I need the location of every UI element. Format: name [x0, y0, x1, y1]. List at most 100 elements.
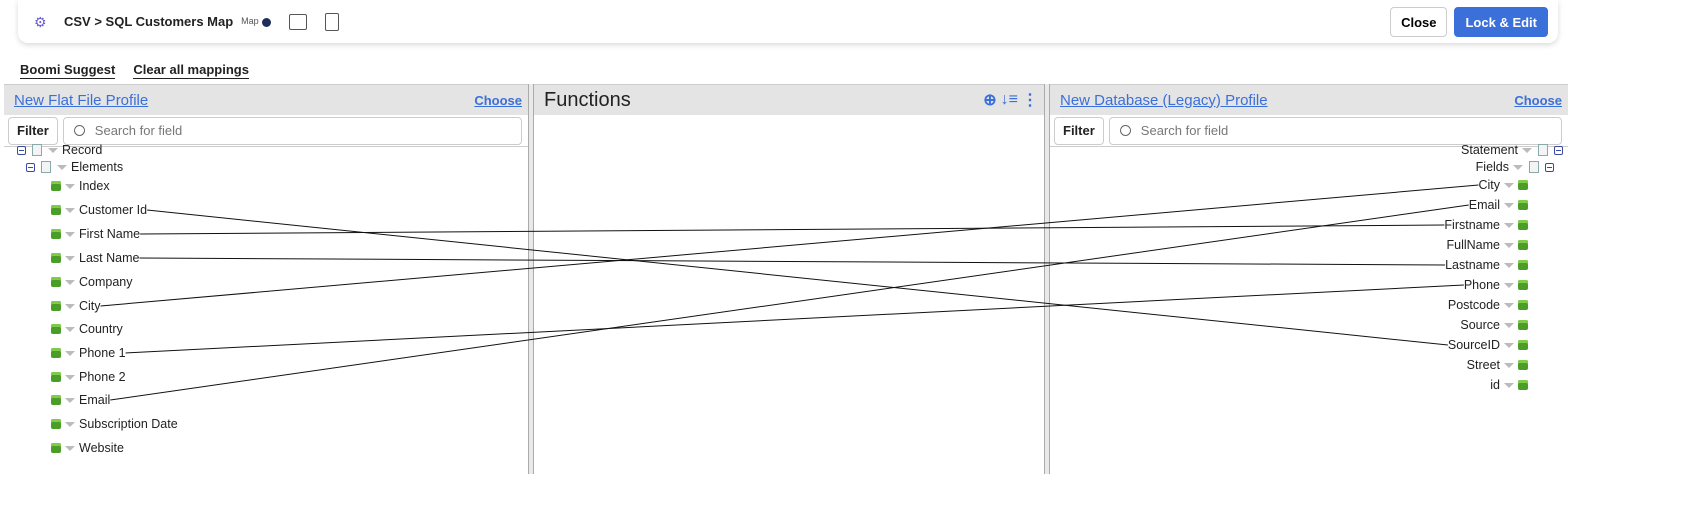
dropdown-icon[interactable] [48, 147, 58, 153]
target-profile-link[interactable]: New Database (Legacy) Profile [1060, 91, 1268, 109]
notes-icon[interactable] [324, 12, 339, 31]
target-field[interactable]: Email [1469, 197, 1528, 213]
source-field[interactable]: Customer Id [51, 202, 147, 218]
element-icon [51, 395, 61, 405]
collapse-icon[interactable] [17, 145, 26, 155]
dropdown-icon[interactable] [1504, 282, 1514, 288]
target-group[interactable]: Fields [1476, 159, 1554, 175]
element-icon [51, 443, 61, 453]
info-icon[interactable] [261, 17, 271, 27]
dropdown-icon[interactable] [65, 350, 75, 356]
dropdown-icon[interactable] [65, 183, 75, 189]
target-root[interactable]: Statement [1461, 142, 1563, 158]
dropdown-icon[interactable] [65, 207, 75, 213]
dropdown-icon[interactable] [1504, 262, 1514, 268]
search-icon [1119, 125, 1131, 136]
source-field[interactable]: Country [51, 321, 123, 337]
element-icon [51, 181, 61, 191]
target-search-input[interactable]: Search for field [1108, 116, 1562, 145]
dropdown-icon[interactable] [1504, 302, 1514, 308]
element-icon [51, 253, 61, 263]
folder-icon[interactable] [288, 13, 307, 30]
map-header: ⚙ CSV > SQL Customers Map Map Close Lock… [18, 0, 1558, 43]
source-field[interactable]: First Name [51, 226, 140, 242]
element-icon [1518, 180, 1528, 190]
dropdown-icon[interactable] [1504, 242, 1514, 248]
dropdown-icon[interactable] [65, 374, 75, 380]
dropdown-icon[interactable] [65, 397, 75, 403]
node-label: Fields [1475, 160, 1509, 174]
dropdown-icon[interactable] [1504, 222, 1514, 228]
target-field[interactable]: Street [1467, 357, 1528, 373]
source-field[interactable]: Phone 2 [51, 369, 126, 385]
target-field[interactable]: Phone [1464, 277, 1528, 293]
more-icon[interactable]: ⋮ [1022, 92, 1038, 109]
target-field[interactable]: Source [1460, 317, 1528, 333]
target-field[interactable]: Firstname [1444, 217, 1528, 233]
source-filter-button[interactable]: Filter [8, 116, 58, 145]
target-field[interactable]: id [1490, 377, 1528, 393]
dropdown-icon[interactable] [57, 164, 67, 170]
field-label: Subscription Date [79, 417, 178, 431]
target-field[interactable]: FullName [1447, 237, 1528, 253]
source-root[interactable]: Record [17, 142, 102, 158]
source-field[interactable]: Subscription Date [51, 416, 178, 432]
dropdown-icon[interactable] [1504, 382, 1514, 388]
add-function-icon[interactable]: ⊕ [983, 92, 997, 109]
field-label: Customer Id [79, 203, 148, 217]
dropdown-icon[interactable] [65, 255, 75, 261]
search-icon [73, 125, 85, 136]
record-icon [1538, 144, 1548, 156]
collapse-icon[interactable] [1554, 145, 1563, 155]
field-label: City [79, 299, 101, 313]
clear-mappings-link[interactable]: Clear all mappings [133, 62, 249, 79]
collapse-icon[interactable] [26, 162, 35, 172]
source-field[interactable]: Index [51, 178, 110, 194]
dropdown-icon[interactable] [1504, 202, 1514, 208]
field-label: City [1478, 178, 1500, 192]
target-field[interactable]: Postcode [1448, 297, 1528, 313]
collapse-icon[interactable] [1545, 162, 1554, 172]
target-field[interactable]: Lastname [1445, 257, 1528, 273]
dropdown-icon[interactable] [1504, 362, 1514, 368]
source-field[interactable]: Website [51, 440, 124, 456]
source-choose-link[interactable]: Choose [474, 92, 522, 108]
dropdown-icon[interactable] [1504, 322, 1514, 328]
dropdown-icon[interactable] [65, 231, 75, 237]
dropdown-icon[interactable] [1522, 147, 1532, 153]
element-icon [51, 205, 61, 215]
target-choose-link[interactable]: Choose [1514, 92, 1562, 108]
target-field[interactable]: City [1478, 177, 1528, 193]
field-label: Phone [1463, 278, 1500, 292]
element-icon [1518, 380, 1528, 390]
dropdown-icon[interactable] [1513, 164, 1523, 170]
dropdown-icon[interactable] [65, 445, 75, 451]
search-placeholder: Search for field [94, 123, 183, 138]
close-button[interactable]: Close [1390, 7, 1448, 37]
dropdown-icon[interactable] [1504, 342, 1514, 348]
source-search-input[interactable]: Search for field [62, 116, 522, 145]
dropdown-icon[interactable] [65, 326, 75, 332]
source-field[interactable]: Phone 1 [51, 345, 126, 361]
dropdown-icon[interactable] [65, 279, 75, 285]
source-field[interactable]: Last Name [51, 250, 139, 266]
boomi-suggest-link[interactable]: Boomi Suggest [20, 62, 116, 79]
source-field[interactable]: Email [51, 392, 110, 408]
field-label: Email [1468, 198, 1500, 212]
target-field[interactable]: SourceID [1448, 337, 1528, 353]
search-placeholder: Search for field [1140, 123, 1229, 138]
lock-edit-button[interactable]: Lock & Edit [1454, 7, 1548, 37]
source-profile-link[interactable]: New Flat File Profile [14, 91, 149, 109]
source-group[interactable]: Elements [26, 159, 123, 175]
functions-panel: Functions ⊕↓≡⋮ [534, 84, 1044, 474]
dropdown-icon[interactable] [1504, 182, 1514, 188]
dropdown-icon[interactable] [65, 421, 75, 427]
field-label: Firstname [1444, 218, 1500, 232]
dropdown-icon[interactable] [65, 303, 75, 309]
element-icon [51, 277, 61, 287]
target-filter-button[interactable]: Filter [1054, 116, 1104, 145]
source-field[interactable]: Company [51, 274, 133, 290]
functions-title: Functions [544, 88, 631, 111]
sort-icon[interactable]: ↓≡ [1000, 91, 1018, 108]
source-field[interactable]: City [51, 298, 101, 314]
